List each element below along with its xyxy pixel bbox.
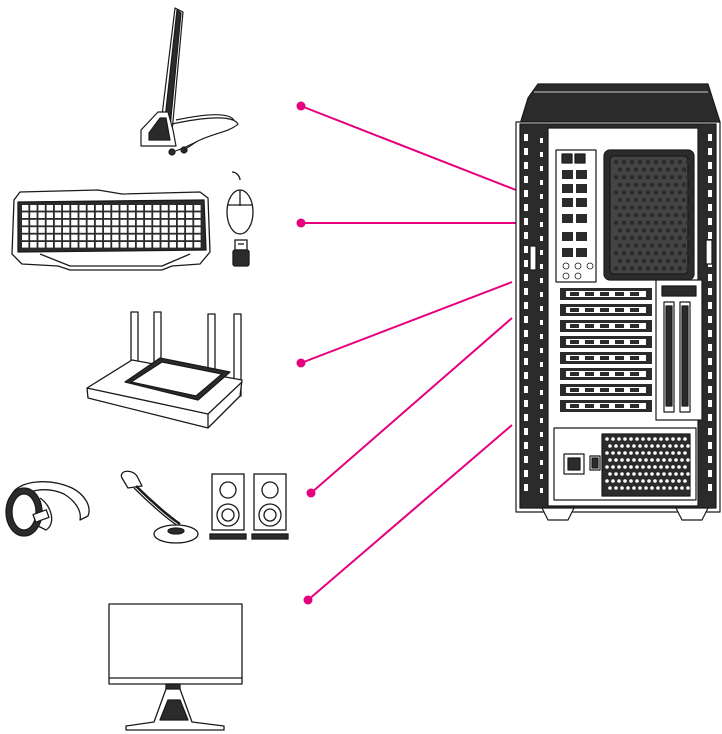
connector-audio (306, 317, 513, 498)
keyboard-icon (11, 189, 211, 271)
speakers-icon (209, 473, 289, 540)
connector-monitor (303, 424, 513, 605)
microphone-icon (120, 470, 199, 544)
connector-wifi-antenna (296, 101, 517, 191)
headphones-icon (5, 481, 90, 537)
io-ports (562, 170, 594, 280)
usb-dongle-icon (232, 239, 250, 267)
expansion-slots (560, 288, 652, 412)
psu-vents (605, 437, 690, 490)
pc-tower-rear-icon (515, 83, 721, 521)
router-icon (86, 311, 243, 429)
monitor-icon (108, 603, 243, 731)
keyboard-keys (22, 205, 201, 248)
fan-grille (613, 159, 695, 271)
side-vents (524, 134, 712, 493)
connector-router (296, 281, 513, 368)
wifi-antenna-icon (140, 7, 239, 156)
connector-lines (296, 101, 517, 605)
mouse-icon (226, 171, 254, 235)
connector-keyboard-mouse (296, 218, 516, 228)
